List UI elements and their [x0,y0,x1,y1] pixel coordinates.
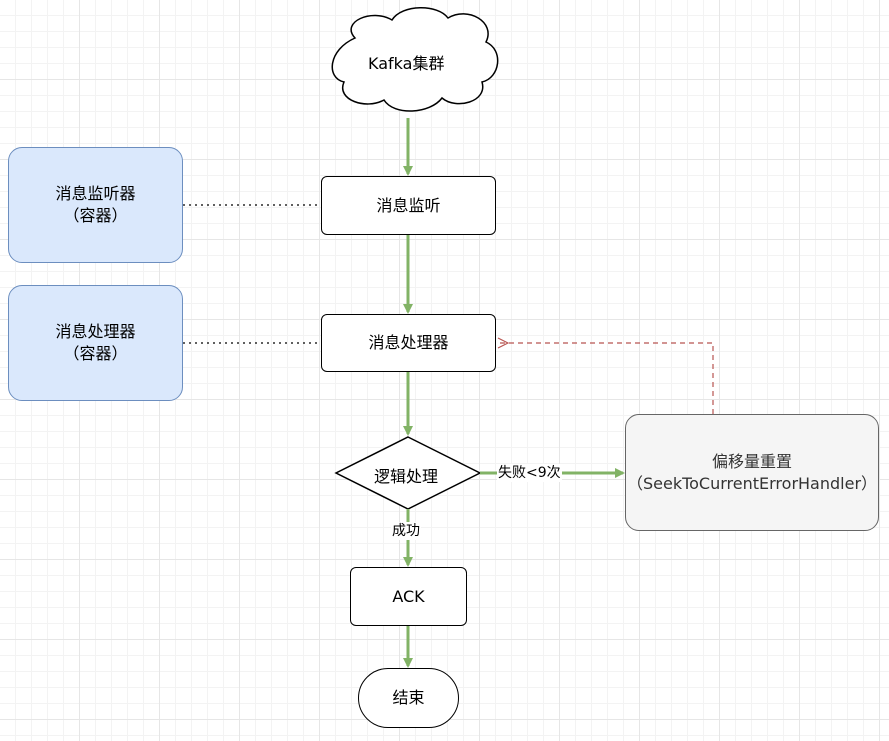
success-edge-label: 成功 [391,522,421,540]
fail-edge-label: 失败<9次 [497,464,562,482]
kafka-cluster-label: Kafka集群 [368,54,445,73]
message-processor-node[interactable]: 消息处理器 [321,314,496,372]
ack-label: ACK [392,586,425,606]
listener-container-subtitle: （容器） [63,206,128,225]
message-listener-node[interactable]: 消息监听 [321,176,496,235]
processor-container-title: 消息处理器 [55,322,136,341]
message-listener-label: 消息监听 [376,195,441,215]
end-label: 结束 [392,688,425,707]
processor-container-subtitle: （容器） [63,344,128,363]
offset-reset-title: 偏移量重置 [711,451,792,471]
kafka-cluster-cloud-shape[interactable] [331,7,499,112]
processor-container-node[interactable]: 消息处理器 （容器） [8,285,183,401]
listener-container-node[interactable]: 消息监听器 （容器） [8,147,183,263]
offset-reset-subtitle: （SeekToCurrentErrorHandler） [626,473,878,493]
end-node[interactable]: 结束 [358,668,459,728]
edge-offset-reset-to-processor [498,343,714,414]
ack-node[interactable]: ACK [350,567,467,626]
listener-container-title: 消息监听器 [55,184,136,203]
logic-decision-label: 逻辑处理 [374,467,439,486]
message-processor-label: 消息处理器 [368,333,449,352]
offset-reset-node[interactable]: 偏移量重置 （SeekToCurrentErrorHandler） [625,414,879,531]
